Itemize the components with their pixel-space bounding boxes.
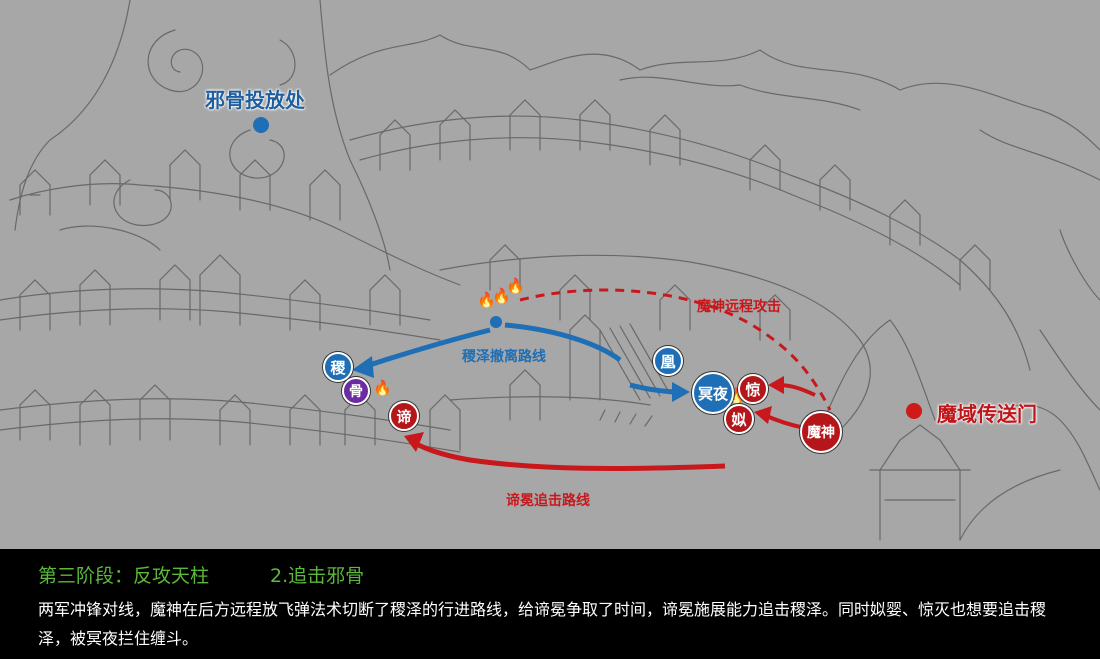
fire-icon: 🔥	[373, 379, 392, 397]
retreat-route-label: 稷泽撤离路线	[462, 349, 546, 365]
stage-description: 两军冲锋对线，魔神在后方远程放飞弹法术切断了稷泽的行进路线，给谛冕争取了时间，谛…	[38, 600, 1047, 648]
fire-icon: 🔥	[506, 277, 525, 295]
pencil-sketch-background	[0, 0, 1100, 541]
unit-token-moshen[interactable]: 魔神	[800, 411, 842, 453]
stage-subtitle: 2.追击邪骨	[270, 565, 365, 587]
battle-map-sketch: 邪骨投放处 魔域传送门 稷泽撤离路线 魔神远程攻击 谛冕追击路线 🔥 🔥 🔥 🔥…	[0, 0, 1100, 549]
pursuit-route-label: 谛冕追击路线	[506, 493, 590, 509]
fire-icon: 🔥	[492, 287, 511, 305]
retreat-path-left	[359, 327, 491, 371]
pursuit-path	[408, 437, 726, 471]
unit-token-huang[interactable]: 凰	[653, 346, 683, 376]
bone-drop-dot	[253, 117, 269, 133]
ranged-attack-path	[519, 288, 832, 411]
portal-dot	[906, 403, 922, 419]
unit-token-jize[interactable]: 稷	[323, 352, 353, 382]
portal-label: 魔域传送门	[937, 402, 1037, 426]
stage-title: 第三阶段：反攻天柱	[38, 565, 210, 587]
fire-icon: 🔥	[477, 291, 496, 309]
unit-token-bone[interactable]: 骨	[342, 377, 370, 405]
unit-token-si[interactable]: 姒	[724, 404, 754, 434]
unit-token-di[interactable]: 谛	[389, 401, 419, 431]
unit-token-mingye[interactable]: 冥夜	[692, 372, 734, 414]
caption-panel: 第三阶段：反攻天柱 2.追击邪骨 两军冲锋对线，魔神在后方远程放飞弹法术切断了稷…	[0, 549, 1100, 659]
unit-token-jing[interactable]: 惊	[738, 374, 768, 404]
ranged-attack-label: 魔神远程攻击	[697, 299, 781, 315]
retreat-origin-dot	[490, 316, 502, 328]
bone-drop-label: 邪骨投放处	[205, 88, 305, 112]
retreat-path-right	[504, 322, 622, 363]
